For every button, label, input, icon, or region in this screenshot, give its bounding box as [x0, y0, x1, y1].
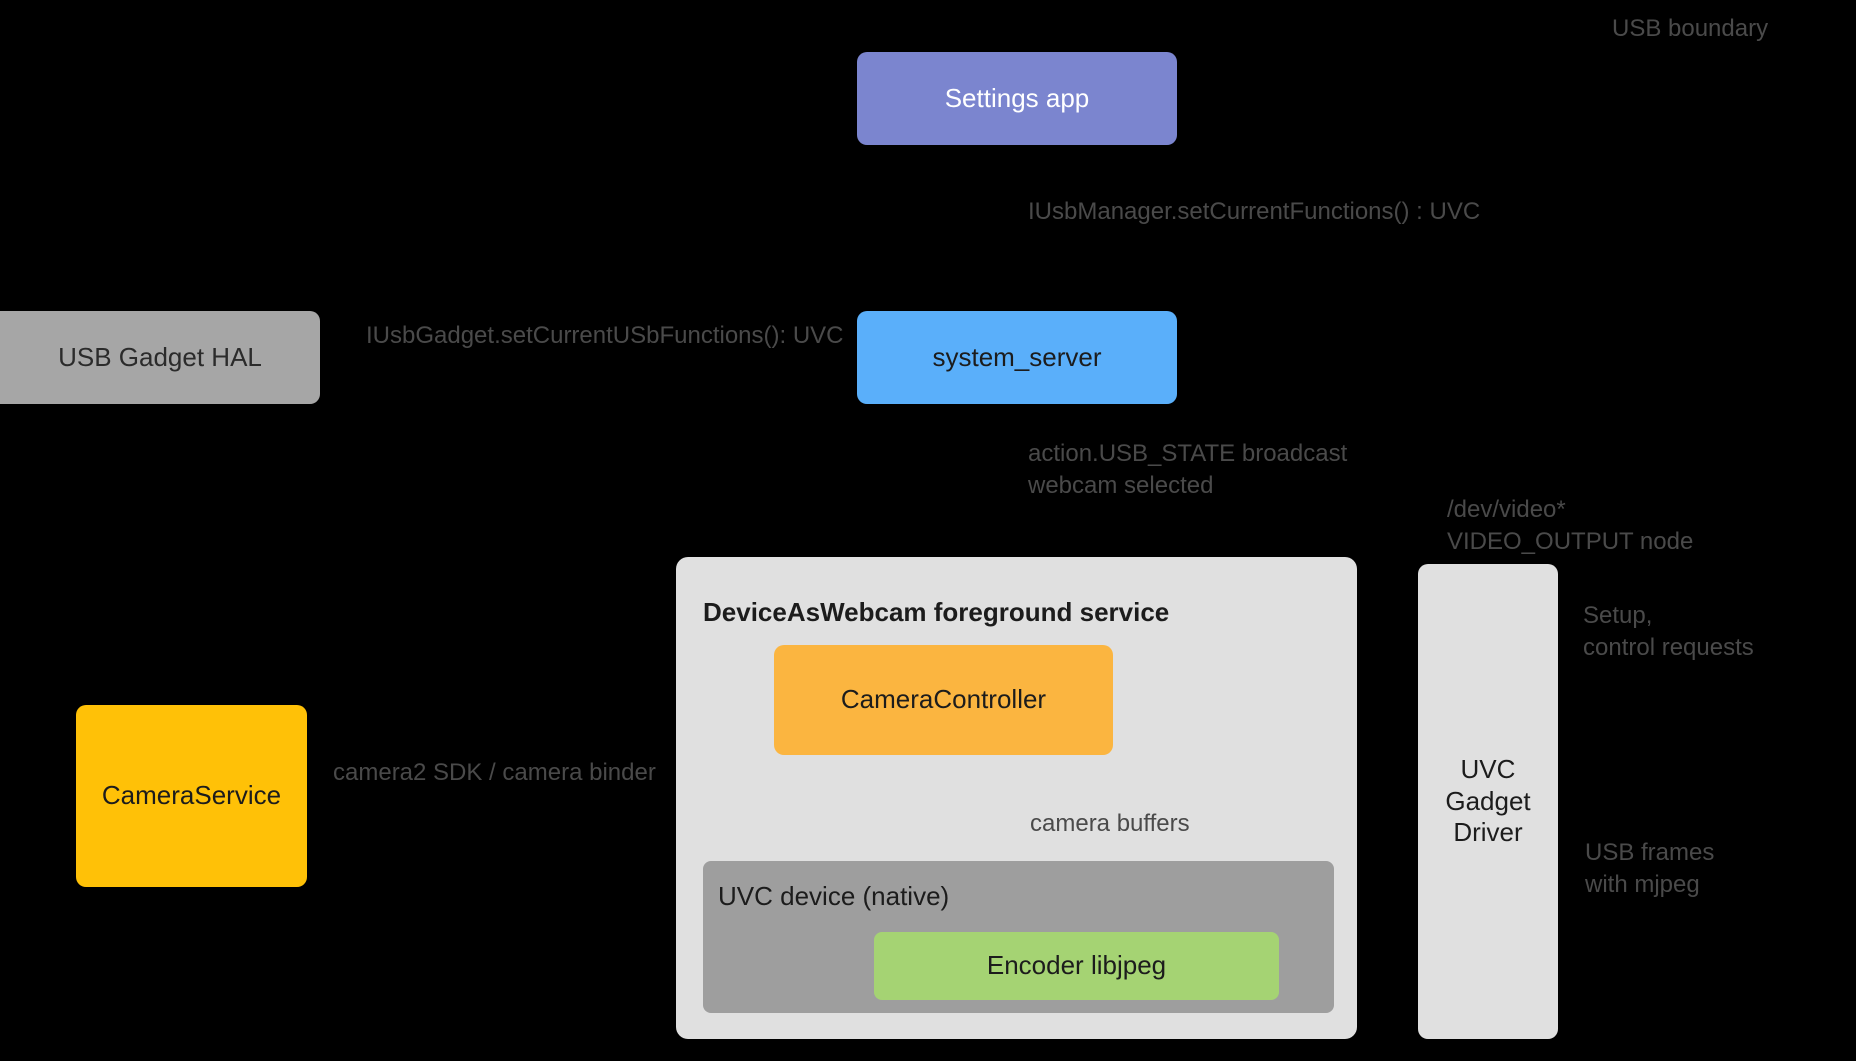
node-settings-app-label: Settings app	[944, 82, 1090, 113]
node-encoder-libjpeg[interactable]: Encoder libjpeg	[874, 932, 1279, 1000]
node-uvc-gadget-driver-label: UVC Gadget Driver	[1445, 753, 1531, 848]
node-camera-service[interactable]: CameraService	[76, 705, 307, 887]
node-camera-service-label: CameraService	[101, 780, 282, 811]
node-camera-controller[interactable]: CameraController	[774, 645, 1113, 755]
node-camera-controller-label: CameraController	[840, 684, 1047, 715]
node-usb-gadget-hal[interactable]: USB Gadget HAL	[0, 311, 320, 404]
label-set-current-functions: IUsbManager.setCurrentFunctions() : UVC	[1028, 198, 1481, 225]
node-settings-app[interactable]: Settings app	[857, 52, 1177, 145]
node-usb-gadget-hal-label: USB Gadget HAL	[58, 341, 262, 372]
node-uvc-device-native-title: UVC device (native)	[718, 881, 950, 911]
label-camera2-sdk: camera2 SDK / camera binder	[333, 759, 656, 786]
label-set-current-usb-functions: IUsbGadget.setCurrentUSbFunctions(): UVC	[366, 322, 844, 349]
node-system-server-label: system_server	[932, 341, 1102, 372]
label-usb-boundary: USB boundary	[1612, 15, 1769, 42]
label-camera-buffers: camera buffers	[1030, 810, 1190, 837]
label-usb-frames-mjpeg: USB frames with mjpeg	[1585, 839, 1715, 898]
node-system-server[interactable]: system_server	[857, 311, 1177, 404]
node-encoder-libjpeg-label: Encoder libjpeg	[986, 950, 1167, 981]
label-dev-video-node: /dev/video* VIDEO_OUTPUT node	[1447, 496, 1694, 555]
node-deviceaswebcam-service-title: DeviceAsWebcam foreground service	[703, 597, 1170, 627]
label-usb-state-broadcast: action.USB_STATE broadcast webcam select…	[1028, 440, 1348, 499]
node-uvc-gadget-driver[interactable]: UVC Gadget Driver	[1418, 564, 1558, 1039]
label-setup-control-requests: Setup, control requests	[1583, 602, 1754, 661]
